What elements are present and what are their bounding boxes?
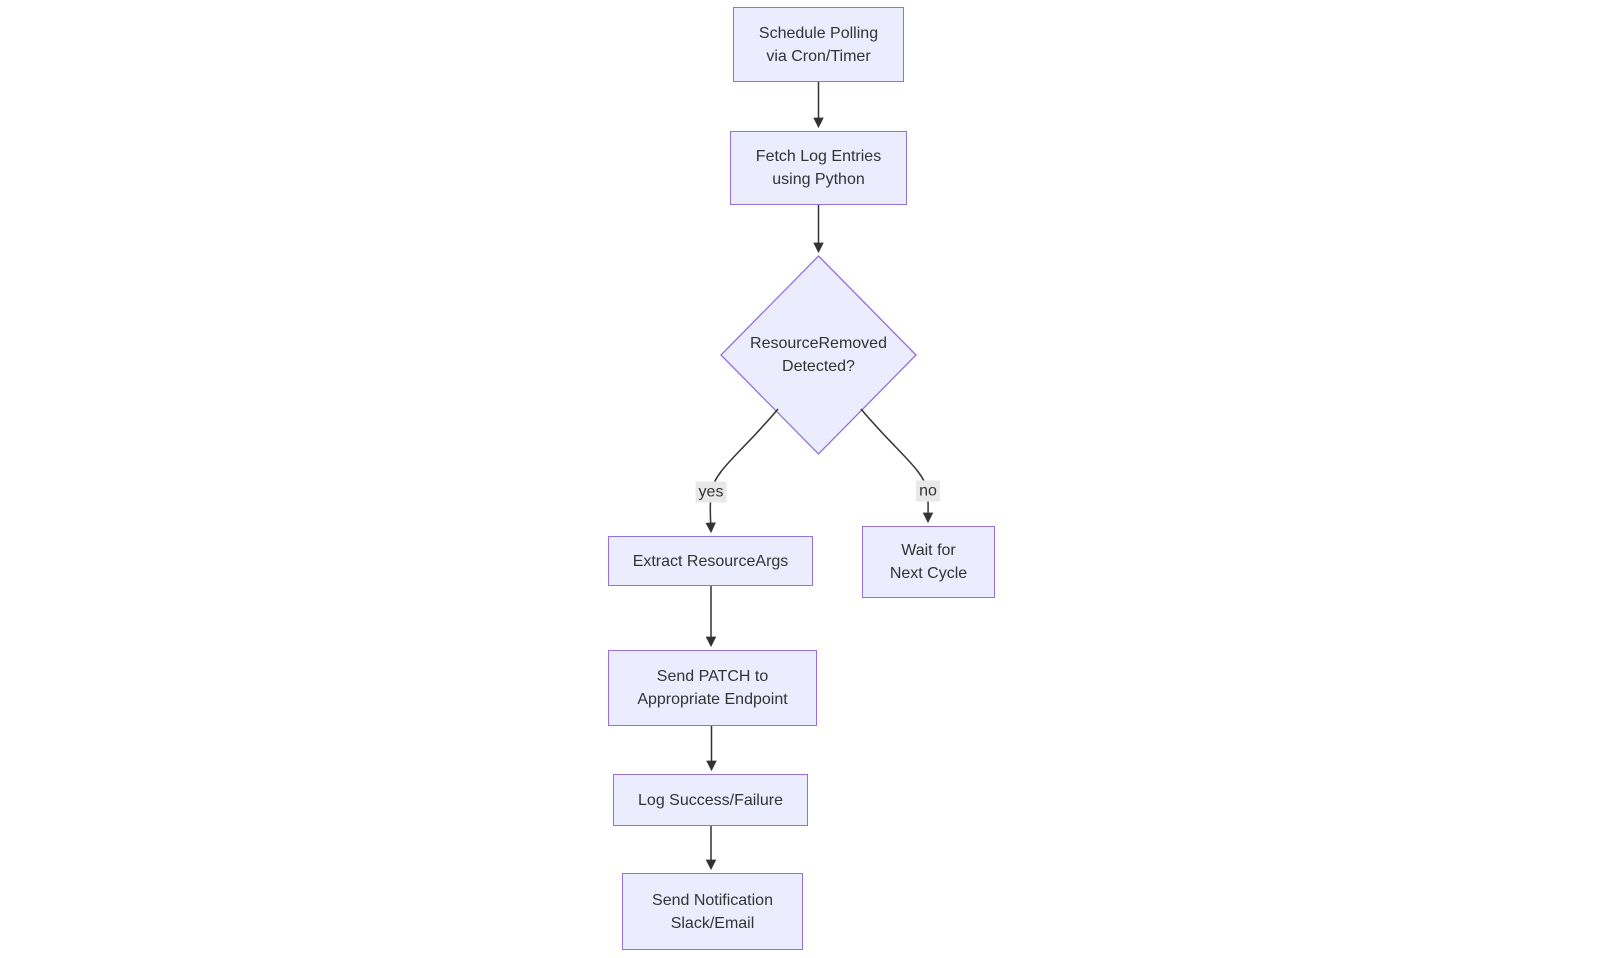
node-resource-removed-detected-label: ResourceRemoved Detected? — [750, 335, 887, 375]
node-schedule-polling: Schedule Polling via Cron/Timer — [733, 7, 904, 82]
node-wait-for-next-cycle-label: Wait for Next Cycle — [889, 542, 968, 582]
node-extract-resource-args-label: Extract ResourceArgs — [632, 552, 789, 570]
node-log-success-failure-label: Log Success/Failure — [638, 791, 783, 809]
node-wait-for-next-cycle: Wait for Next Cycle — [862, 526, 995, 598]
node-log-success-failure: Log Success/Failure — [613, 774, 808, 826]
edge-label-no: no — [916, 480, 940, 502]
node-fetch-log-entries: Fetch Log Entries using Python — [730, 131, 907, 205]
node-extract-resource-args: Extract ResourceArgs — [608, 536, 813, 586]
node-send-patch: Send PATCH to Appropriate Endpoint — [608, 650, 817, 726]
node-resource-removed-detected-shape — [720, 255, 917, 455]
edge-decision-yes-to-extract — [705, 408, 779, 534]
node-send-notification: Send Notification Slack/Email — [622, 873, 803, 950]
node-send-notification-label: Send Notification Slack/Email — [652, 891, 773, 932]
node-resource-removed-detected: ResourceRemoved Detected? — [718, 320, 919, 390]
node-send-patch-label: Send PATCH to Appropriate Endpoint — [637, 668, 788, 708]
node-schedule-polling-label: Schedule Polling via Cron/Timer — [758, 24, 879, 65]
node-fetch-log-entries-label: Fetch Log Entries using Python — [755, 148, 882, 188]
edge-label-yes: yes — [695, 481, 727, 503]
edge-decision-no-to-wait — [860, 408, 934, 524]
